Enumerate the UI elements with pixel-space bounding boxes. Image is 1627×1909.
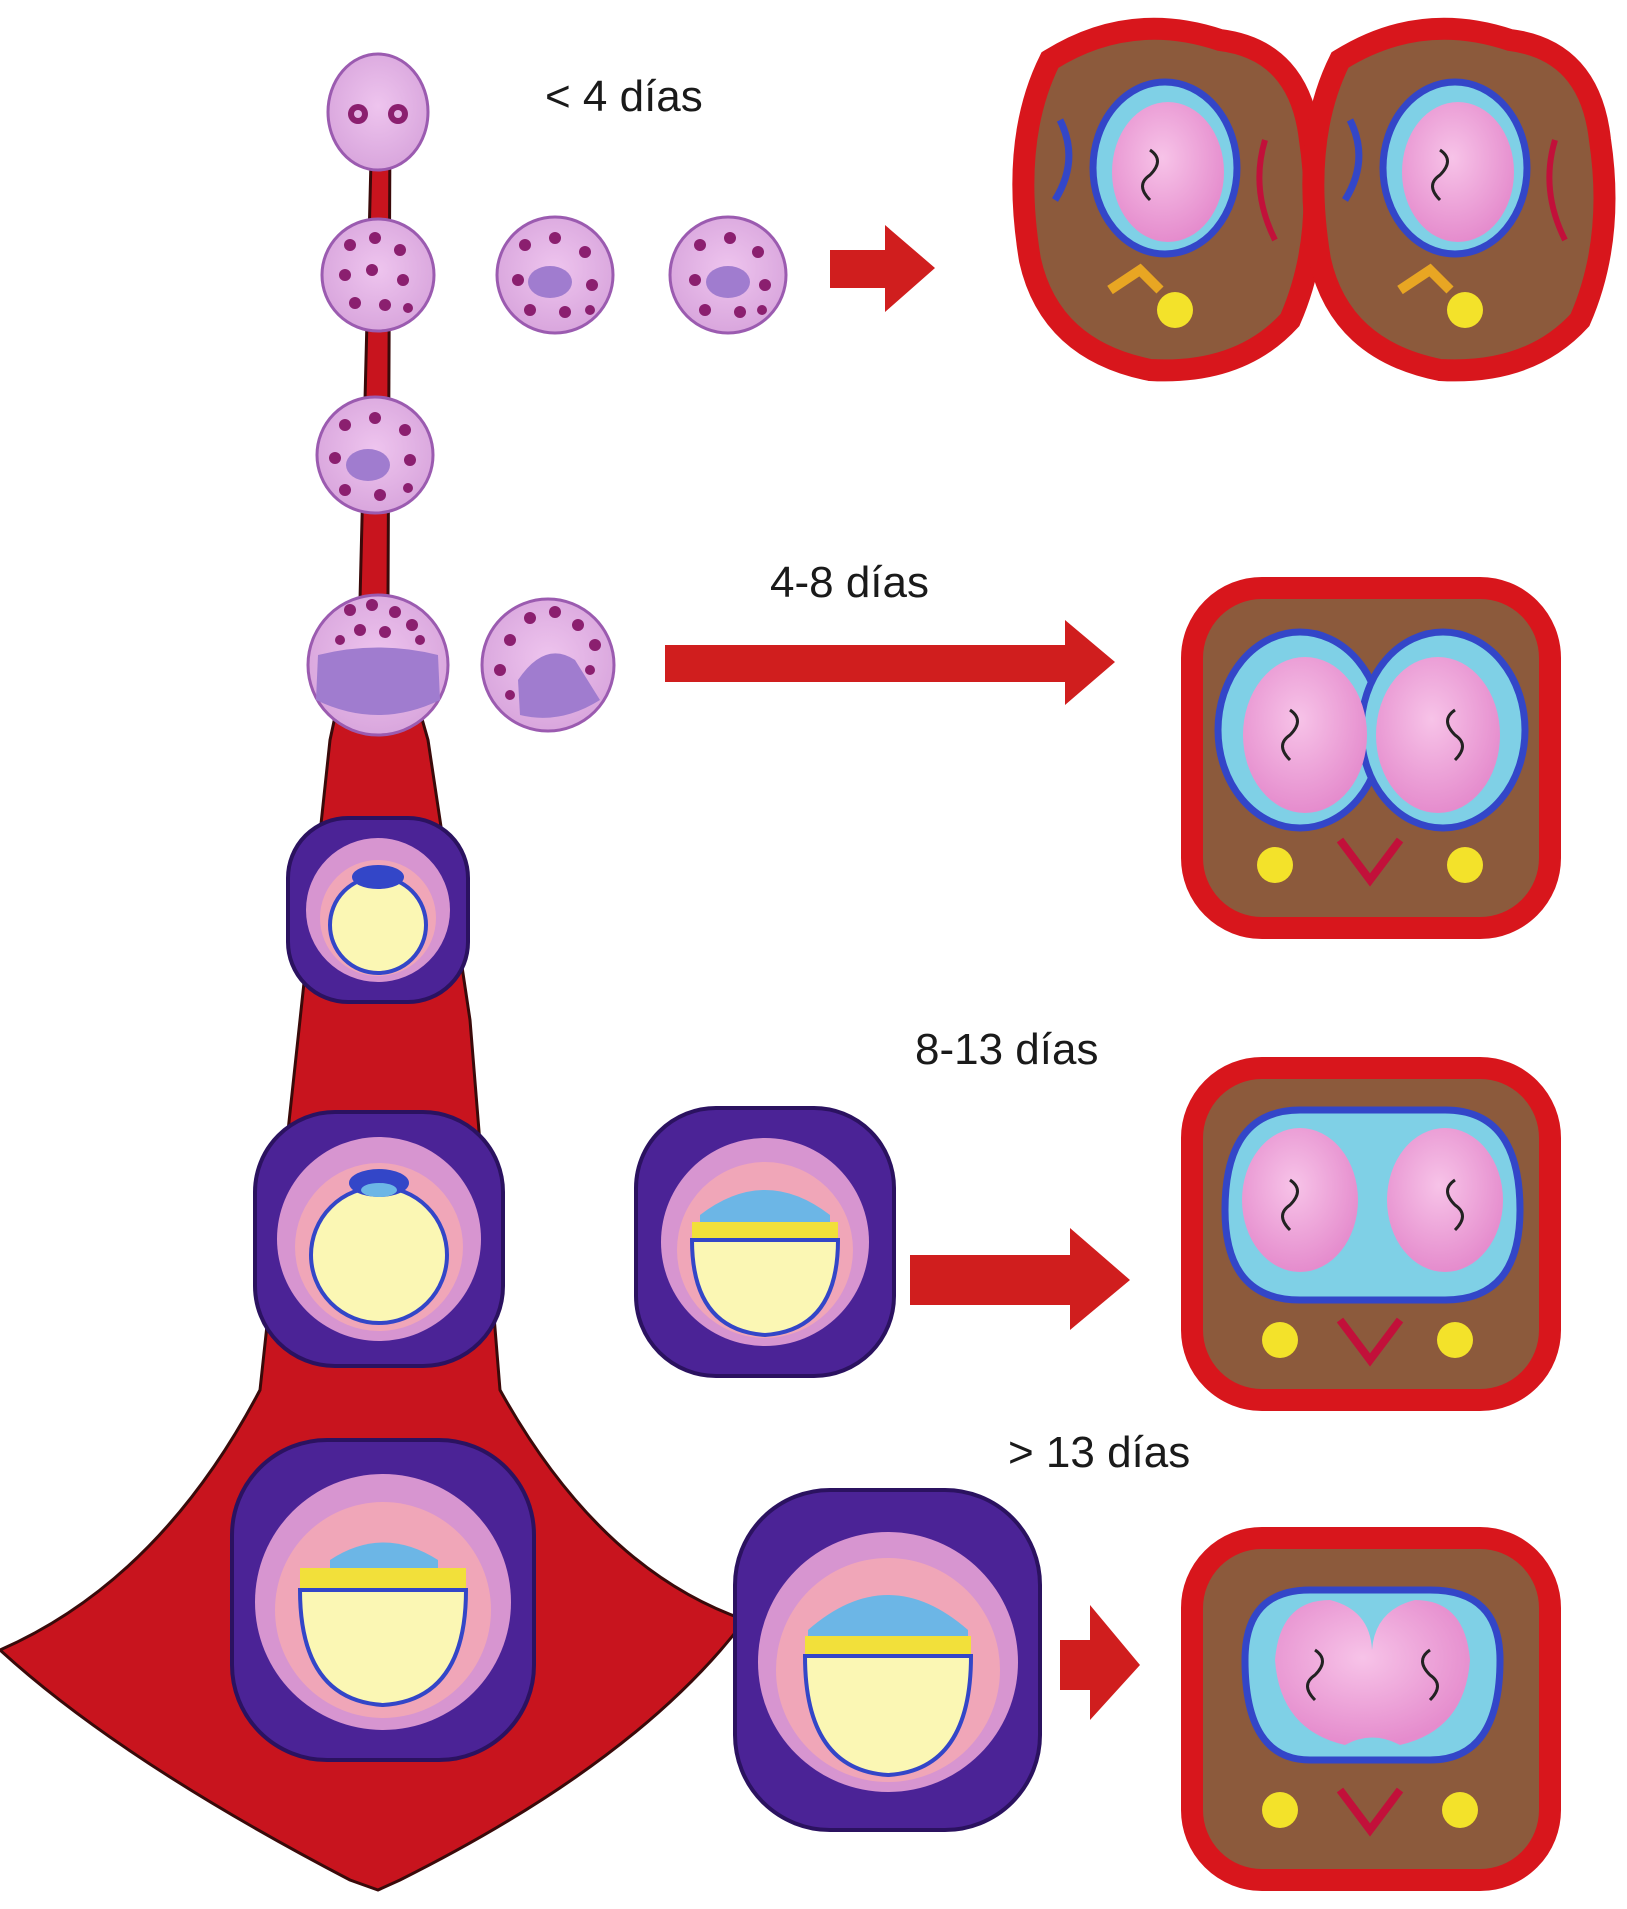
side-blastocyst-row3 xyxy=(634,1106,896,1378)
cleavage-cell-1 xyxy=(320,217,436,333)
outcome-monochorionic-monoamniotic xyxy=(1181,1057,1561,1411)
morula-cell xyxy=(315,395,435,515)
blastocyst-small xyxy=(286,816,470,1004)
blastocyst-medium xyxy=(253,1110,505,1368)
label-gt13-days: > 13 días xyxy=(1008,1428,1191,1477)
outcome-dichorionic-2 xyxy=(1302,17,1616,382)
arrow-row1 xyxy=(830,225,935,312)
cleavage-cell-3 xyxy=(668,215,788,335)
cleavage-cell-2 xyxy=(495,215,615,335)
early-blastocyst-1 xyxy=(306,593,450,737)
arrow-row3 xyxy=(910,1228,1130,1330)
blastocyst-large xyxy=(230,1438,536,1762)
label-8-13-days: 8-13 días xyxy=(915,1025,1099,1074)
early-blastocyst-2 xyxy=(480,597,616,733)
label-lt4-days: < 4 días xyxy=(545,72,703,121)
arrow-row2 xyxy=(665,620,1115,705)
label-4-8-days: 4-8 días xyxy=(770,558,929,607)
side-blastocyst-row4 xyxy=(733,1488,1042,1832)
developmental-trunk xyxy=(0,118,748,1892)
zygote-cell xyxy=(326,52,430,172)
arrow-row4 xyxy=(1060,1605,1140,1720)
outcome-conjoined-twins xyxy=(1181,1527,1561,1891)
outcome-dichorionic-1 xyxy=(1012,17,1326,382)
outcome-monochorionic-diamniotic xyxy=(1181,577,1561,939)
